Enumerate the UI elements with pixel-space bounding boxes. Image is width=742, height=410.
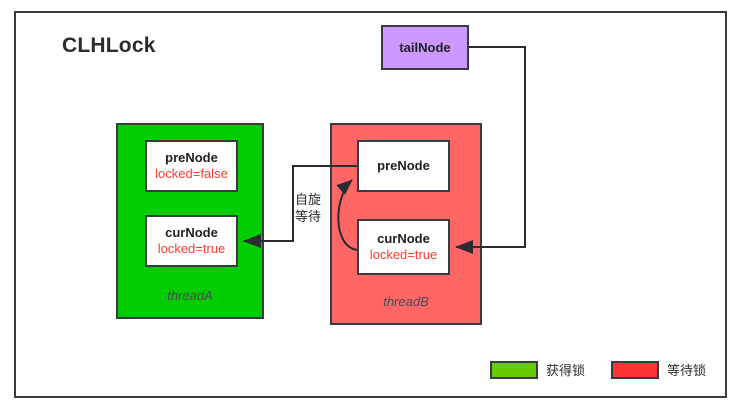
legend-item-acquired: 获得锁 (490, 360, 585, 379)
thread-label-threadB: threadB (383, 294, 429, 309)
threadA-cur-node-title: curNode (165, 224, 218, 240)
page-title: CLHLock (62, 34, 156, 57)
threadA-cur-node-locked: locked=true (157, 241, 226, 256)
threadA-pre-node-locked: locked=false (155, 166, 228, 181)
threadA-pre-node-title: preNode (165, 149, 218, 165)
spin-wait-line-2: 等待 (295, 208, 322, 224)
threadA-pre-node: preNode locked=false (145, 140, 238, 192)
tail-node-box: tailNode (381, 25, 469, 70)
spin-wait-annotation: 自旋 等待 (295, 192, 321, 225)
threadB-pre-node: preNode (357, 140, 450, 192)
threadB-cur-node-locked: locked=true (369, 247, 438, 262)
threadB-cur-node-title: curNode (377, 230, 430, 246)
legend-label-acquired: 获得锁 (546, 363, 586, 378)
spin-wait-line-1: 自旋 (295, 192, 322, 207)
legend-swatch-waiting (611, 360, 660, 379)
threadB-cur-node: curNode locked=true (357, 219, 450, 275)
threadB-pre-node-title: preNode (377, 157, 430, 173)
legend-item-waiting: 等待锁 (611, 360, 706, 379)
legend-label-waiting: 等待锁 (667, 363, 707, 378)
threadA-cur-node: curNode locked=true (145, 215, 238, 267)
thread-label-threadA: threadA (167, 288, 213, 303)
tail-node-label: tailNode (399, 40, 451, 55)
legend-swatch-acquired (490, 360, 538, 379)
legend: 获得锁 等待锁 (490, 360, 706, 379)
